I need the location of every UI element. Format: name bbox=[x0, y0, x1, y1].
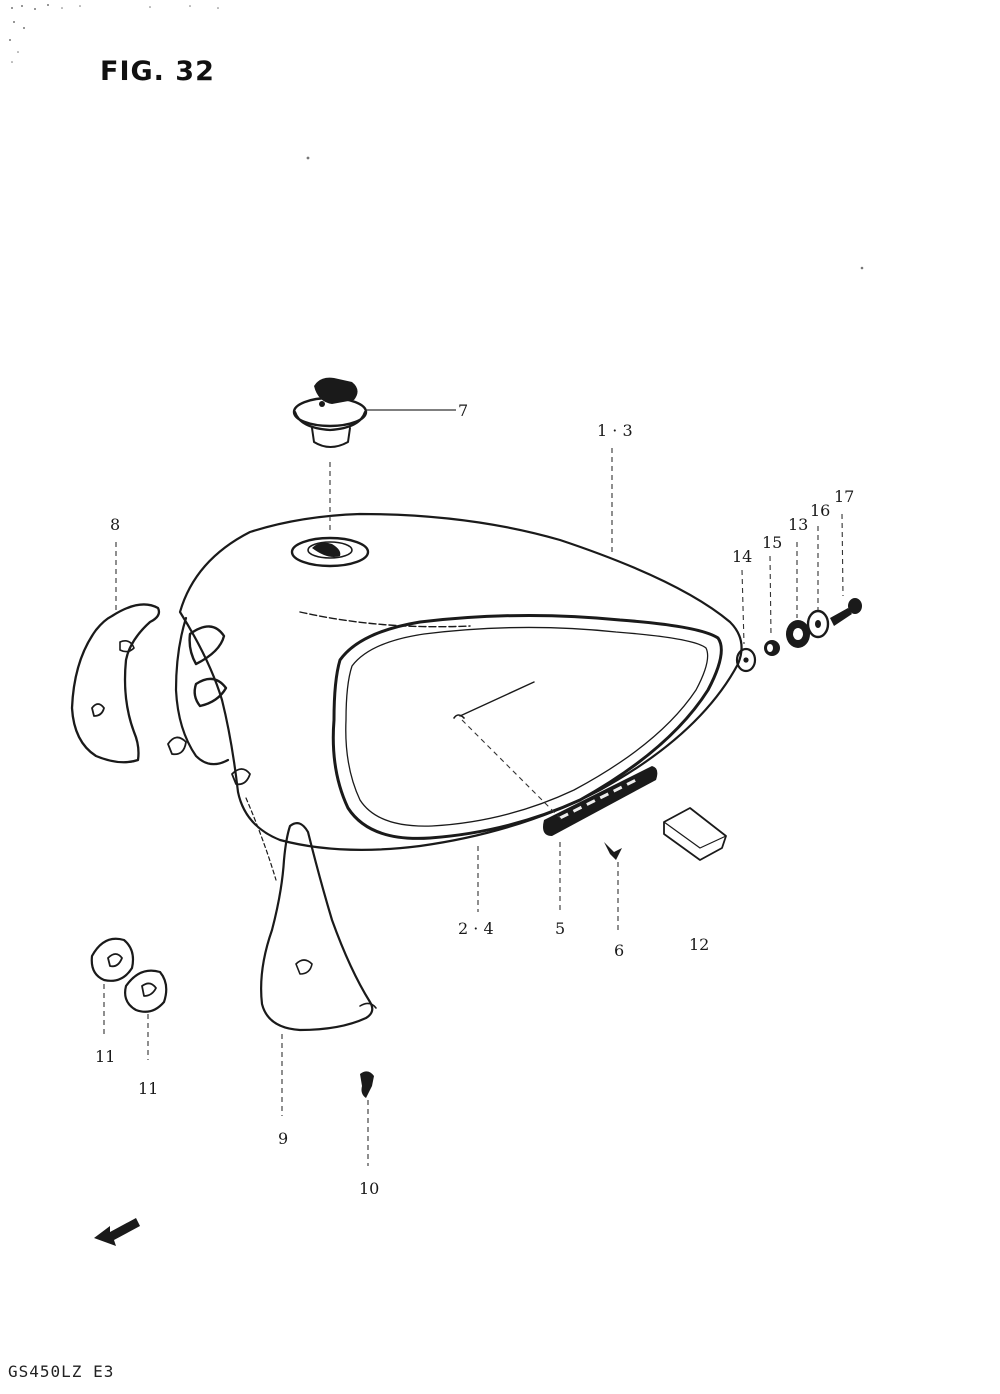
callout-11-right: 11 bbox=[138, 1079, 158, 1098]
callout-6: 6 bbox=[614, 941, 624, 960]
callout-2-4: 2 · 4 bbox=[458, 919, 494, 938]
cushion-13 bbox=[786, 620, 810, 648]
bolt-17 bbox=[830, 598, 862, 626]
callout-16: 16 bbox=[810, 501, 830, 520]
callout-1-3: 1 · 3 bbox=[597, 421, 633, 440]
fuel-cap bbox=[292, 377, 368, 448]
model-code: GS450LZ E3 bbox=[8, 1362, 115, 1381]
callout-17: 17 bbox=[834, 487, 854, 506]
callout-8: 8 bbox=[110, 515, 120, 534]
pad-block bbox=[663, 807, 727, 861]
cushion-11a bbox=[90, 937, 135, 982]
callout-15: 15 bbox=[762, 533, 782, 552]
front-arrow-icon bbox=[94, 1218, 140, 1246]
callouts: 7 1 · 3 8 14 15 13 16 17 2 · 4 5 6 12 11… bbox=[95, 401, 854, 1198]
left-cover bbox=[70, 603, 161, 764]
figure-title: FIG. 32 bbox=[100, 56, 215, 87]
callout-9: 9 bbox=[278, 1129, 288, 1148]
bolt-10 bbox=[360, 1071, 374, 1098]
collar-15 bbox=[764, 640, 780, 656]
callout-10: 10 bbox=[359, 1179, 379, 1198]
washer-16 bbox=[806, 609, 830, 639]
callout-13: 13 bbox=[788, 515, 808, 534]
tank-emblem bbox=[543, 766, 658, 836]
fuel-tank bbox=[167, 512, 743, 851]
callout-12: 12 bbox=[689, 935, 709, 954]
callout-7: 7 bbox=[458, 401, 468, 420]
lower-cover bbox=[245, 797, 377, 1032]
screw-6 bbox=[604, 842, 622, 860]
callout-11-left: 11 bbox=[95, 1047, 115, 1066]
callout-14: 14 bbox=[732, 547, 752, 566]
leader-lines bbox=[103, 409, 844, 1166]
scan-noise bbox=[9, 4, 864, 270]
callout-5: 5 bbox=[555, 919, 565, 938]
washer-14 bbox=[735, 647, 757, 673]
cushion-11b bbox=[124, 969, 168, 1013]
